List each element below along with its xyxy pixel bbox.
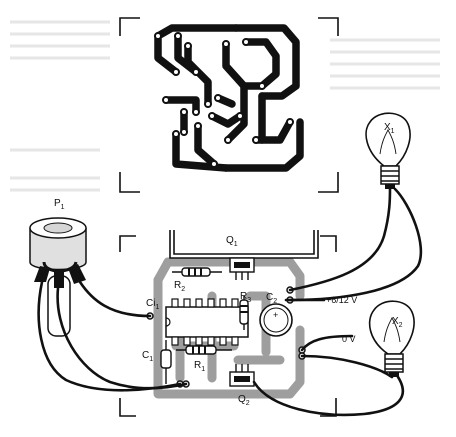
lamp-x2 bbox=[368, 300, 415, 377]
lamp-x1 bbox=[365, 112, 411, 189]
label-r2: R2 bbox=[174, 280, 185, 293]
wires bbox=[37, 187, 423, 417]
board-gray-traces bbox=[153, 257, 305, 399]
label-x2: X2 bbox=[392, 316, 403, 329]
resistor-r3 bbox=[239, 296, 249, 330]
potentiometer-p1 bbox=[29, 217, 87, 337]
resistor-r2 bbox=[172, 267, 222, 277]
resistor-r1 bbox=[176, 345, 232, 355]
label-p1: P1 bbox=[54, 198, 65, 211]
board-registration-marks bbox=[119, 235, 337, 417]
label-r3: R3 bbox=[240, 291, 251, 304]
label-c2-polarity: + bbox=[273, 310, 278, 320]
background-page-texture bbox=[10, 20, 440, 192]
capacitor-c2 bbox=[259, 303, 293, 337]
wire-p1-b bbox=[56, 286, 188, 390]
label-x1: X1 bbox=[384, 122, 395, 135]
transistor-q2 bbox=[229, 364, 255, 387]
mounting-brackets bbox=[169, 230, 319, 259]
wire-x2-a bbox=[300, 354, 394, 379]
ic-ci1 bbox=[165, 298, 249, 346]
label-supply-pos: +6/12 V bbox=[326, 295, 357, 305]
wire-x1-b bbox=[288, 187, 423, 302]
wire-supply-gnd bbox=[300, 334, 354, 352]
label-q2: Q2 bbox=[238, 394, 250, 407]
pcb-copper-layout bbox=[119, 17, 339, 193]
wire-x2-b bbox=[252, 375, 404, 417]
label-ci1: Ci1 bbox=[146, 298, 159, 311]
capacitor-c1 bbox=[160, 340, 172, 384]
pcb-traces bbox=[154, 24, 304, 172]
label-c1: C1 bbox=[142, 350, 153, 363]
labels: X1 X2 P1 Q1 Q2 R1 R2 R3 C1 C2 Ci1 + +6/1… bbox=[54, 122, 403, 407]
label-r1: R1 bbox=[194, 360, 205, 373]
pcb-registration-marks bbox=[119, 17, 339, 193]
transistor-q1 bbox=[229, 257, 255, 280]
wire-x1-a bbox=[288, 187, 392, 292]
pcb-pads bbox=[154, 32, 294, 168]
label-q1: Q1 bbox=[226, 235, 238, 248]
label-c2: C2 bbox=[266, 292, 277, 305]
label-supply-gnd: 0 V bbox=[342, 334, 356, 344]
wire-p1-c bbox=[78, 280, 152, 318]
assembly-board bbox=[119, 230, 337, 417]
